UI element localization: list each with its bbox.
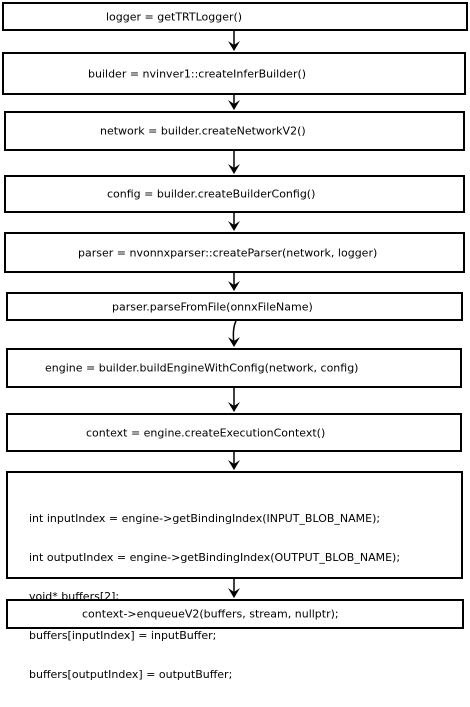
step-create-parser: parser = nvonnxparser::createParser(netw… xyxy=(4,232,465,273)
code-line: int inputIndex = engine->getBindingIndex… xyxy=(29,512,381,525)
step-create-builder-text: builder = nvinver1::createInferBuilder() xyxy=(88,67,307,80)
connector-parse-to-engine xyxy=(228,320,240,347)
step-create-parser-text: parser = nvonnxparser::createParser(netw… xyxy=(78,246,378,259)
step-create-network: network = builder.createNetworkV2() xyxy=(4,111,465,151)
step-build-engine-text: engine = builder.buildEngineWithConfig(n… xyxy=(45,361,359,375)
code-line: buffers[inputIndex] = inputBuffer; xyxy=(29,629,217,642)
code-line: buffers[outputIndex] = outputBuffer; xyxy=(29,668,233,681)
connector-context-to-bindings xyxy=(228,452,240,470)
step-build-engine: engine = builder.buildEngineWithConfig(n… xyxy=(6,348,462,388)
step-create-config: config = builder.createBuilderConfig() xyxy=(4,175,465,213)
step-bind-buffers-text: int inputIndex = engine->getBindingIndex… xyxy=(29,486,400,707)
connector-logger-to-builder xyxy=(228,31,240,51)
step-create-context-text: context = engine.createExecutionContext(… xyxy=(86,426,326,439)
step-logger: logger = getTRTLogger() xyxy=(2,2,468,31)
connector-config-to-parser xyxy=(228,213,240,231)
connector-network-to-config xyxy=(228,151,240,174)
code-line: int outputIndex = engine->getBindingInde… xyxy=(29,551,401,564)
step-enqueue: context->enqueueV2(buffers, stream, null… xyxy=(6,599,464,629)
connector-builder-to-network xyxy=(228,95,240,110)
step-logger-text: logger = getTRTLogger() xyxy=(106,10,243,23)
step-create-builder: builder = nvinver1::createInferBuilder() xyxy=(2,52,466,95)
connector-parser-to-parse xyxy=(228,273,240,291)
step-bind-buffers: int inputIndex = engine->getBindingIndex… xyxy=(6,471,463,681)
connector-engine-to-context xyxy=(228,388,240,412)
step-enqueue-text: context->enqueueV2(buffers, stream, null… xyxy=(82,607,339,621)
step-parse-file-text: parser.parseFromFile(onnxFileName) xyxy=(112,300,313,313)
step-create-network-text: network = builder.createNetworkV2() xyxy=(100,124,306,138)
step-create-context: context = engine.createExecutionContext(… xyxy=(6,413,462,452)
step-parse-file: parser.parseFromFile(onnxFileName) xyxy=(6,292,463,321)
step-create-config-text: config = builder.createBuilderConfig() xyxy=(107,187,316,201)
